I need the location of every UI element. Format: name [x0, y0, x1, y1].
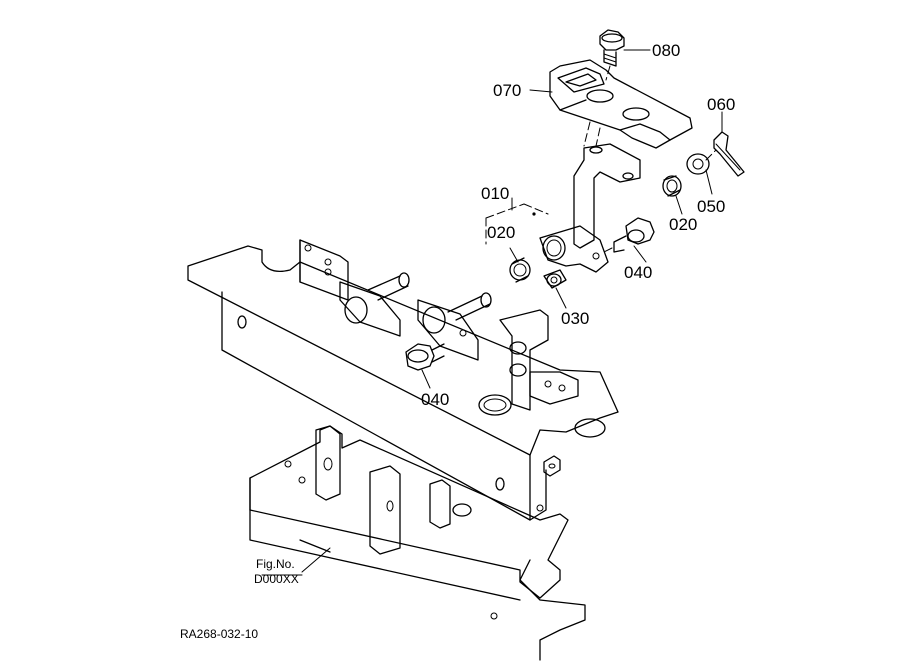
label-040-left: 040	[421, 390, 449, 409]
washer-050	[686, 153, 710, 175]
snap-pin-060	[705, 131, 745, 177]
label-020-right: 020	[669, 215, 697, 234]
main-frame	[187, 239, 619, 521]
bolt-040-right	[603, 217, 655, 253]
part-labels: 080 070 060 050 020 010 020 040 030 040	[421, 41, 735, 409]
label-050: 050	[697, 197, 725, 216]
label-020-left: 020	[487, 223, 515, 242]
label-040-right: 040	[624, 263, 652, 282]
lower-frame	[249, 425, 586, 661]
bushing-020-left	[509, 257, 531, 283]
pedal-arm-010	[539, 121, 641, 273]
fig-no-value: D000XX	[254, 572, 299, 586]
label-060: 060	[707, 95, 735, 114]
figure-reference: Fig.No. D000XX RA268-032-10	[180, 557, 299, 641]
label-030: 030	[561, 309, 589, 328]
label-080: 080	[652, 41, 680, 60]
bolt-080	[599, 29, 625, 81]
fig-no-label: Fig.No.	[256, 557, 295, 571]
pedal-bracket-070	[549, 59, 693, 149]
label-070: 070	[493, 81, 521, 100]
leader-lines	[261, 49, 723, 576]
bolt-040-left	[405, 343, 445, 371]
drawing-code: RA268-032-10	[180, 627, 258, 641]
collar-030	[543, 269, 567, 289]
bushing-020-right	[662, 175, 682, 197]
label-010: 010	[481, 184, 509, 203]
